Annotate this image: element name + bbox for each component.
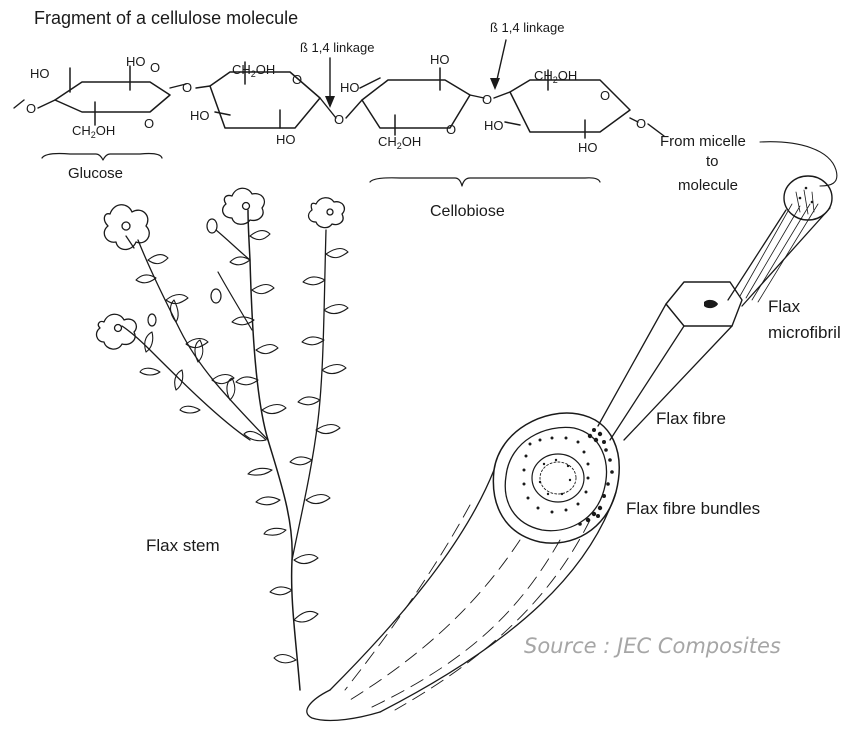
ring-4-ch2oh: CH2OH (534, 68, 577, 85)
micelle-dot (799, 197, 802, 200)
glucose-ring-2 (210, 72, 320, 128)
cellobiose-brace (370, 178, 600, 186)
stem-body-outline (330, 470, 616, 712)
terminal-oxygen-right: O (636, 116, 646, 131)
ring-1-ho-top: HO (30, 66, 50, 81)
svg-text:to: to (706, 153, 719, 170)
ring-3-ring-oxygen: O (446, 122, 456, 137)
chain-left-end (14, 100, 24, 108)
main-stem (248, 210, 300, 690)
ring-4-ring-oxygen: O (600, 88, 610, 103)
side-twigs (216, 230, 252, 330)
from-micelle-label: From micelle to molecule (660, 133, 746, 194)
ring-2-ch2oh: CH2OH (232, 62, 275, 79)
diagram-title: Fragment of a cellulose molecule (34, 8, 298, 28)
stem-cross-section (307, 413, 619, 720)
stem-body-striations (345, 505, 590, 710)
ring-2-ring-oxygen: O (292, 72, 302, 87)
cellobiose-label: Cellobiose (430, 203, 505, 220)
stem-body-end (307, 690, 380, 720)
cellulose-molecule: O HO HO O O CH2OH O CH2OH O HO HO O ß 1,… (14, 20, 664, 186)
terminal-oxygen: O (26, 101, 36, 116)
bundles-label: Flax fibre bundles (626, 499, 760, 518)
ring-2-ho: HO (190, 108, 210, 123)
left-bond (38, 100, 55, 108)
flower-top-left (104, 205, 149, 250)
stem-label: Flax stem (146, 536, 220, 555)
ring-1-ring-oxygen-low: O (144, 116, 154, 131)
svg-text:molecule: molecule (678, 177, 738, 194)
glucose-ring-1 (55, 82, 170, 112)
stem-pith-inner (540, 462, 576, 494)
linkage-arrow-2 (496, 40, 506, 84)
lower-left-branch (122, 326, 250, 440)
microfibril-label: Flax microfibril (768, 297, 841, 342)
ring-1-substituents (70, 66, 130, 125)
svg-text:From micelle: From micelle (660, 133, 746, 150)
fibre-lumen (704, 300, 718, 308)
micelle-leader-line (760, 142, 837, 186)
cone-outline (728, 208, 830, 306)
flower-buds (148, 219, 221, 326)
bridge-2b (346, 100, 362, 118)
stem-inner-ring (505, 427, 606, 530)
bridge-3b (494, 92, 510, 98)
flax-plant (97, 188, 348, 690)
linkage-label-1: ß 1,4 linkage (300, 40, 374, 55)
glucose-ring-4 (510, 80, 630, 132)
source-credit: Source : JEC Composites (524, 634, 781, 658)
ring-4-ho: HO (484, 118, 504, 133)
flower-top-right (309, 198, 345, 228)
bridge-1b (196, 86, 210, 88)
ring-3-ho-top: HO (430, 52, 450, 67)
ring-4-ho-bottom: HO (578, 140, 598, 155)
plant-leaves (136, 231, 348, 663)
linkage-label-2: ß 1,4 linkage (490, 20, 564, 35)
ring-1-ring-oxygen: O (150, 60, 160, 75)
cone-fibrils (740, 190, 818, 302)
ring-3-ch2oh: CH2OH (378, 134, 421, 151)
flower-top-center (223, 188, 265, 224)
svg-text:microfibril: microfibril (768, 323, 841, 342)
right-branch (292, 230, 326, 560)
ring-3-substituents (360, 68, 440, 135)
microfibril-cone (728, 176, 832, 306)
glucose-ring-3 (362, 80, 470, 128)
ring-1-ch2oh: CH2OH (72, 123, 115, 140)
linkage-arrowhead-2 (490, 78, 500, 90)
bridge-oxygen-1: O (182, 80, 192, 95)
ring-1-ho-top-right: HO (126, 54, 146, 69)
ring-3-ho: HO (340, 80, 360, 95)
bridge-oxygen-2: O (334, 112, 344, 127)
fibre-label: Flax fibre (656, 409, 726, 428)
glucose-label: Glucose (68, 165, 123, 182)
bridge-oxygen-3: O (482, 92, 492, 107)
left-branch (138, 240, 268, 440)
fibre-bundle-dots (523, 428, 614, 526)
ring-2-ho-bottom: HO (276, 132, 296, 147)
svg-text:Flax: Flax (768, 297, 801, 316)
glucose-brace (42, 154, 162, 161)
